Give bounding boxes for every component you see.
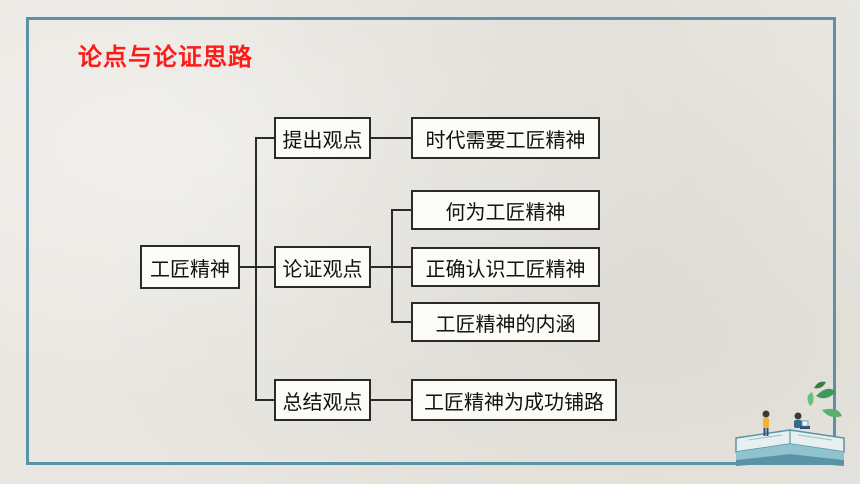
leaf-node: 时代需要工匠精神 <box>411 117 600 159</box>
slide-frame <box>26 17 836 465</box>
branch-node: 总结观点 <box>274 379 371 421</box>
connector-line <box>255 266 275 268</box>
connector-line <box>391 321 411 323</box>
connector-line <box>255 137 275 139</box>
book-reading-illustration <box>735 381 845 466</box>
leaf-node: 工匠精神的内涵 <box>411 302 600 342</box>
connector-line <box>255 399 275 401</box>
root-node: 工匠精神 <box>140 245 240 289</box>
connector-line <box>255 137 257 401</box>
connector-line <box>370 137 412 139</box>
branch-node: 提出观点 <box>274 117 371 159</box>
connector-line <box>370 266 392 268</box>
connector-line <box>239 266 256 268</box>
branch-node: 论证观点 <box>274 246 371 288</box>
slide-title: 论点与论证思路 <box>78 43 253 71</box>
connector-line <box>391 266 411 268</box>
connector-line <box>391 209 411 211</box>
leaf-node: 工匠精神为成功铺路 <box>411 379 617 421</box>
leaf-node: 正确认识工匠精神 <box>411 247 600 287</box>
connector-line <box>370 399 412 401</box>
leaf-node: 何为工匠精神 <box>411 190 600 230</box>
